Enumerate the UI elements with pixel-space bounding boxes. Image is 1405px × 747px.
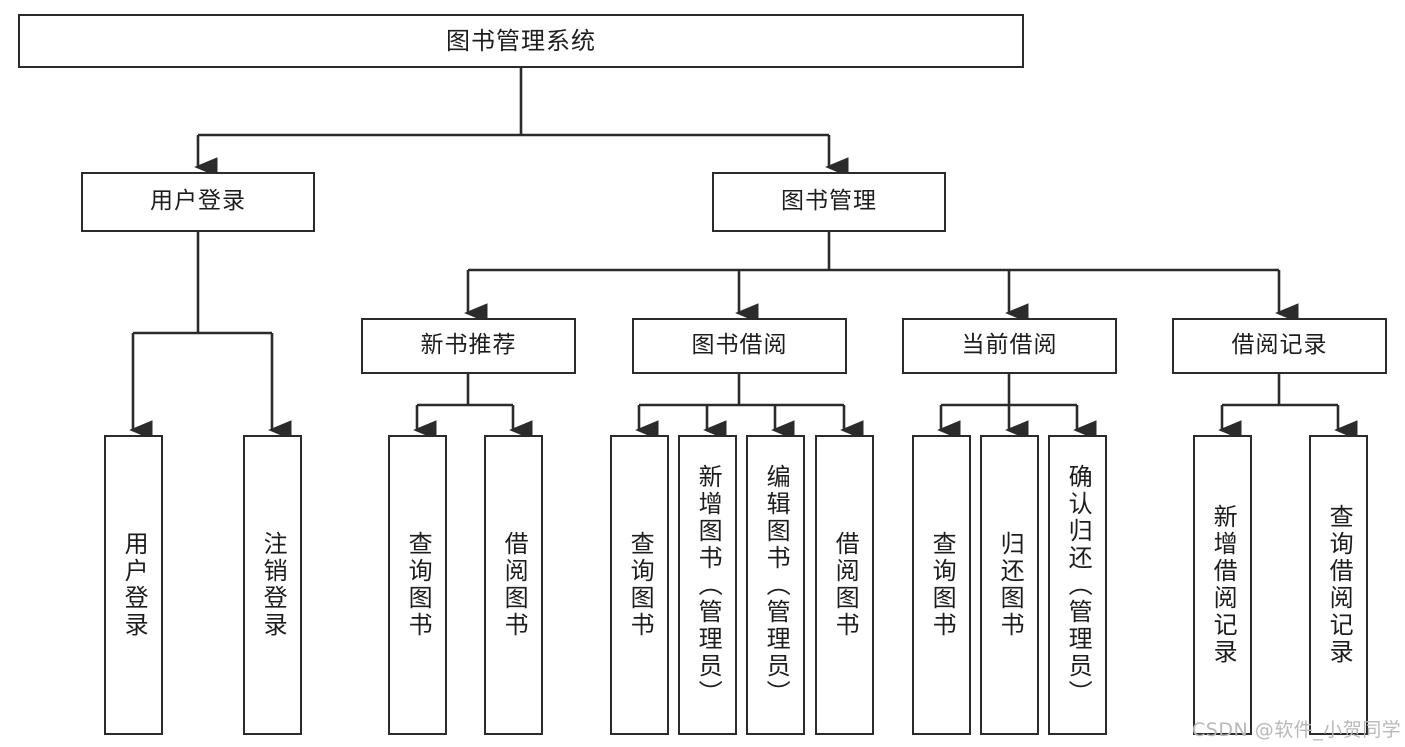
leaf-record-query-record[interactable]: 查询借阅记录 xyxy=(1309,435,1368,735)
leaf-label: 归还图书 xyxy=(996,531,1025,639)
leaf-label: 新增图书（管理员） xyxy=(694,463,723,707)
leaf-current-return-book[interactable]: 归还图书 xyxy=(980,435,1039,735)
node-new-book-recommend[interactable]: 新书推荐 xyxy=(361,318,576,374)
leaf-label: 注销登录 xyxy=(259,531,288,639)
node-borrow-record[interactable]: 借阅记录 xyxy=(1172,318,1387,374)
csdn-watermark: CSDN @软件_小贺同学 xyxy=(1192,719,1402,741)
leaf-recommend-query-book[interactable]: 查询图书 xyxy=(388,435,447,735)
leaf-borrow-edit-book-admin[interactable]: 编辑图书（管理员） xyxy=(746,435,805,735)
leaf-label: 查询图书 xyxy=(626,531,655,639)
leaf-label: 查询图书 xyxy=(404,531,433,639)
leaf-label: 编辑图书（管理员） xyxy=(762,463,791,707)
leaf-label: 借阅图书 xyxy=(831,531,860,639)
leaf-borrow-query-book[interactable]: 查询图书 xyxy=(610,435,669,735)
leaf-user-login-login[interactable]: 用户登录 xyxy=(104,435,163,735)
node-user-login[interactable]: 用户登录 xyxy=(81,172,315,232)
leaf-label: 新增借阅记录 xyxy=(1209,504,1238,666)
leaf-label: 借阅图书 xyxy=(500,531,529,639)
leaf-recommend-borrow-book[interactable]: 借阅图书 xyxy=(484,435,543,735)
leaf-borrow-add-book-admin[interactable]: 新增图书（管理员） xyxy=(678,435,737,735)
node-book-borrow[interactable]: 图书借阅 xyxy=(632,318,847,374)
leaf-user-login-logout[interactable]: 注销登录 xyxy=(243,435,302,735)
node-root-system[interactable]: 图书管理系统 xyxy=(18,14,1024,68)
leaf-borrow-borrow-book[interactable]: 借阅图书 xyxy=(815,435,874,735)
leaf-label: 查询图书 xyxy=(928,531,957,639)
node-book-management[interactable]: 图书管理 xyxy=(712,172,946,232)
leaf-current-confirm-return-admin[interactable]: 确认归还（管理员） xyxy=(1048,435,1107,735)
leaf-label: 查询借阅记录 xyxy=(1325,504,1354,666)
leaf-label: 用户登录 xyxy=(120,531,149,639)
leaf-current-query-book[interactable]: 查询图书 xyxy=(912,435,971,735)
node-current-borrow[interactable]: 当前借阅 xyxy=(902,318,1117,374)
leaf-record-add-record[interactable]: 新增借阅记录 xyxy=(1193,435,1252,735)
leaf-label: 确认归还（管理员） xyxy=(1064,463,1093,707)
